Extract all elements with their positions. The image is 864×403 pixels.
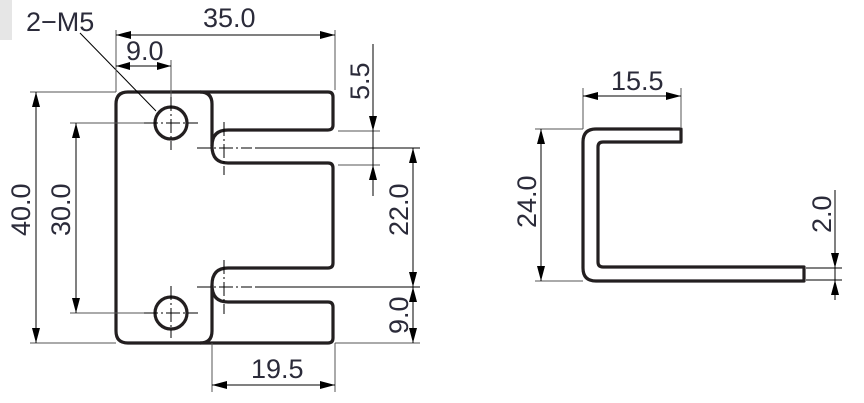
dim-slot-pitch: 22.0 xyxy=(384,183,414,236)
dim-top-flange: 15.5 xyxy=(611,66,664,96)
dim-arm-length: 19.5 xyxy=(251,354,304,384)
side-view: 15.5 24.0 2.0 xyxy=(512,66,842,300)
bracket-outline-front xyxy=(114,90,335,345)
front-view: 2−M5 35.0 9.0 5.5 22.0 9.0 xyxy=(6,3,420,392)
dim-overall-height: 40.0 xyxy=(6,183,36,236)
dim-slot-top-offset: 5.5 xyxy=(345,62,375,100)
dim-slot-bottom-offset: 9.0 xyxy=(384,296,414,334)
dim-height: 24.0 xyxy=(512,175,542,228)
dim-overall-width: 35.0 xyxy=(203,3,256,33)
dim-hole-pitch: 30.0 xyxy=(46,183,76,236)
leader-line xyxy=(79,32,157,112)
dim-hole-offset-x: 9.0 xyxy=(126,36,164,66)
bracket-profile-side xyxy=(581,127,806,283)
corner-tab xyxy=(0,0,12,40)
dim-thickness: 2.0 xyxy=(807,195,837,233)
tab-fold-line xyxy=(199,90,214,345)
hole-callout: 2−M5 xyxy=(26,7,94,37)
